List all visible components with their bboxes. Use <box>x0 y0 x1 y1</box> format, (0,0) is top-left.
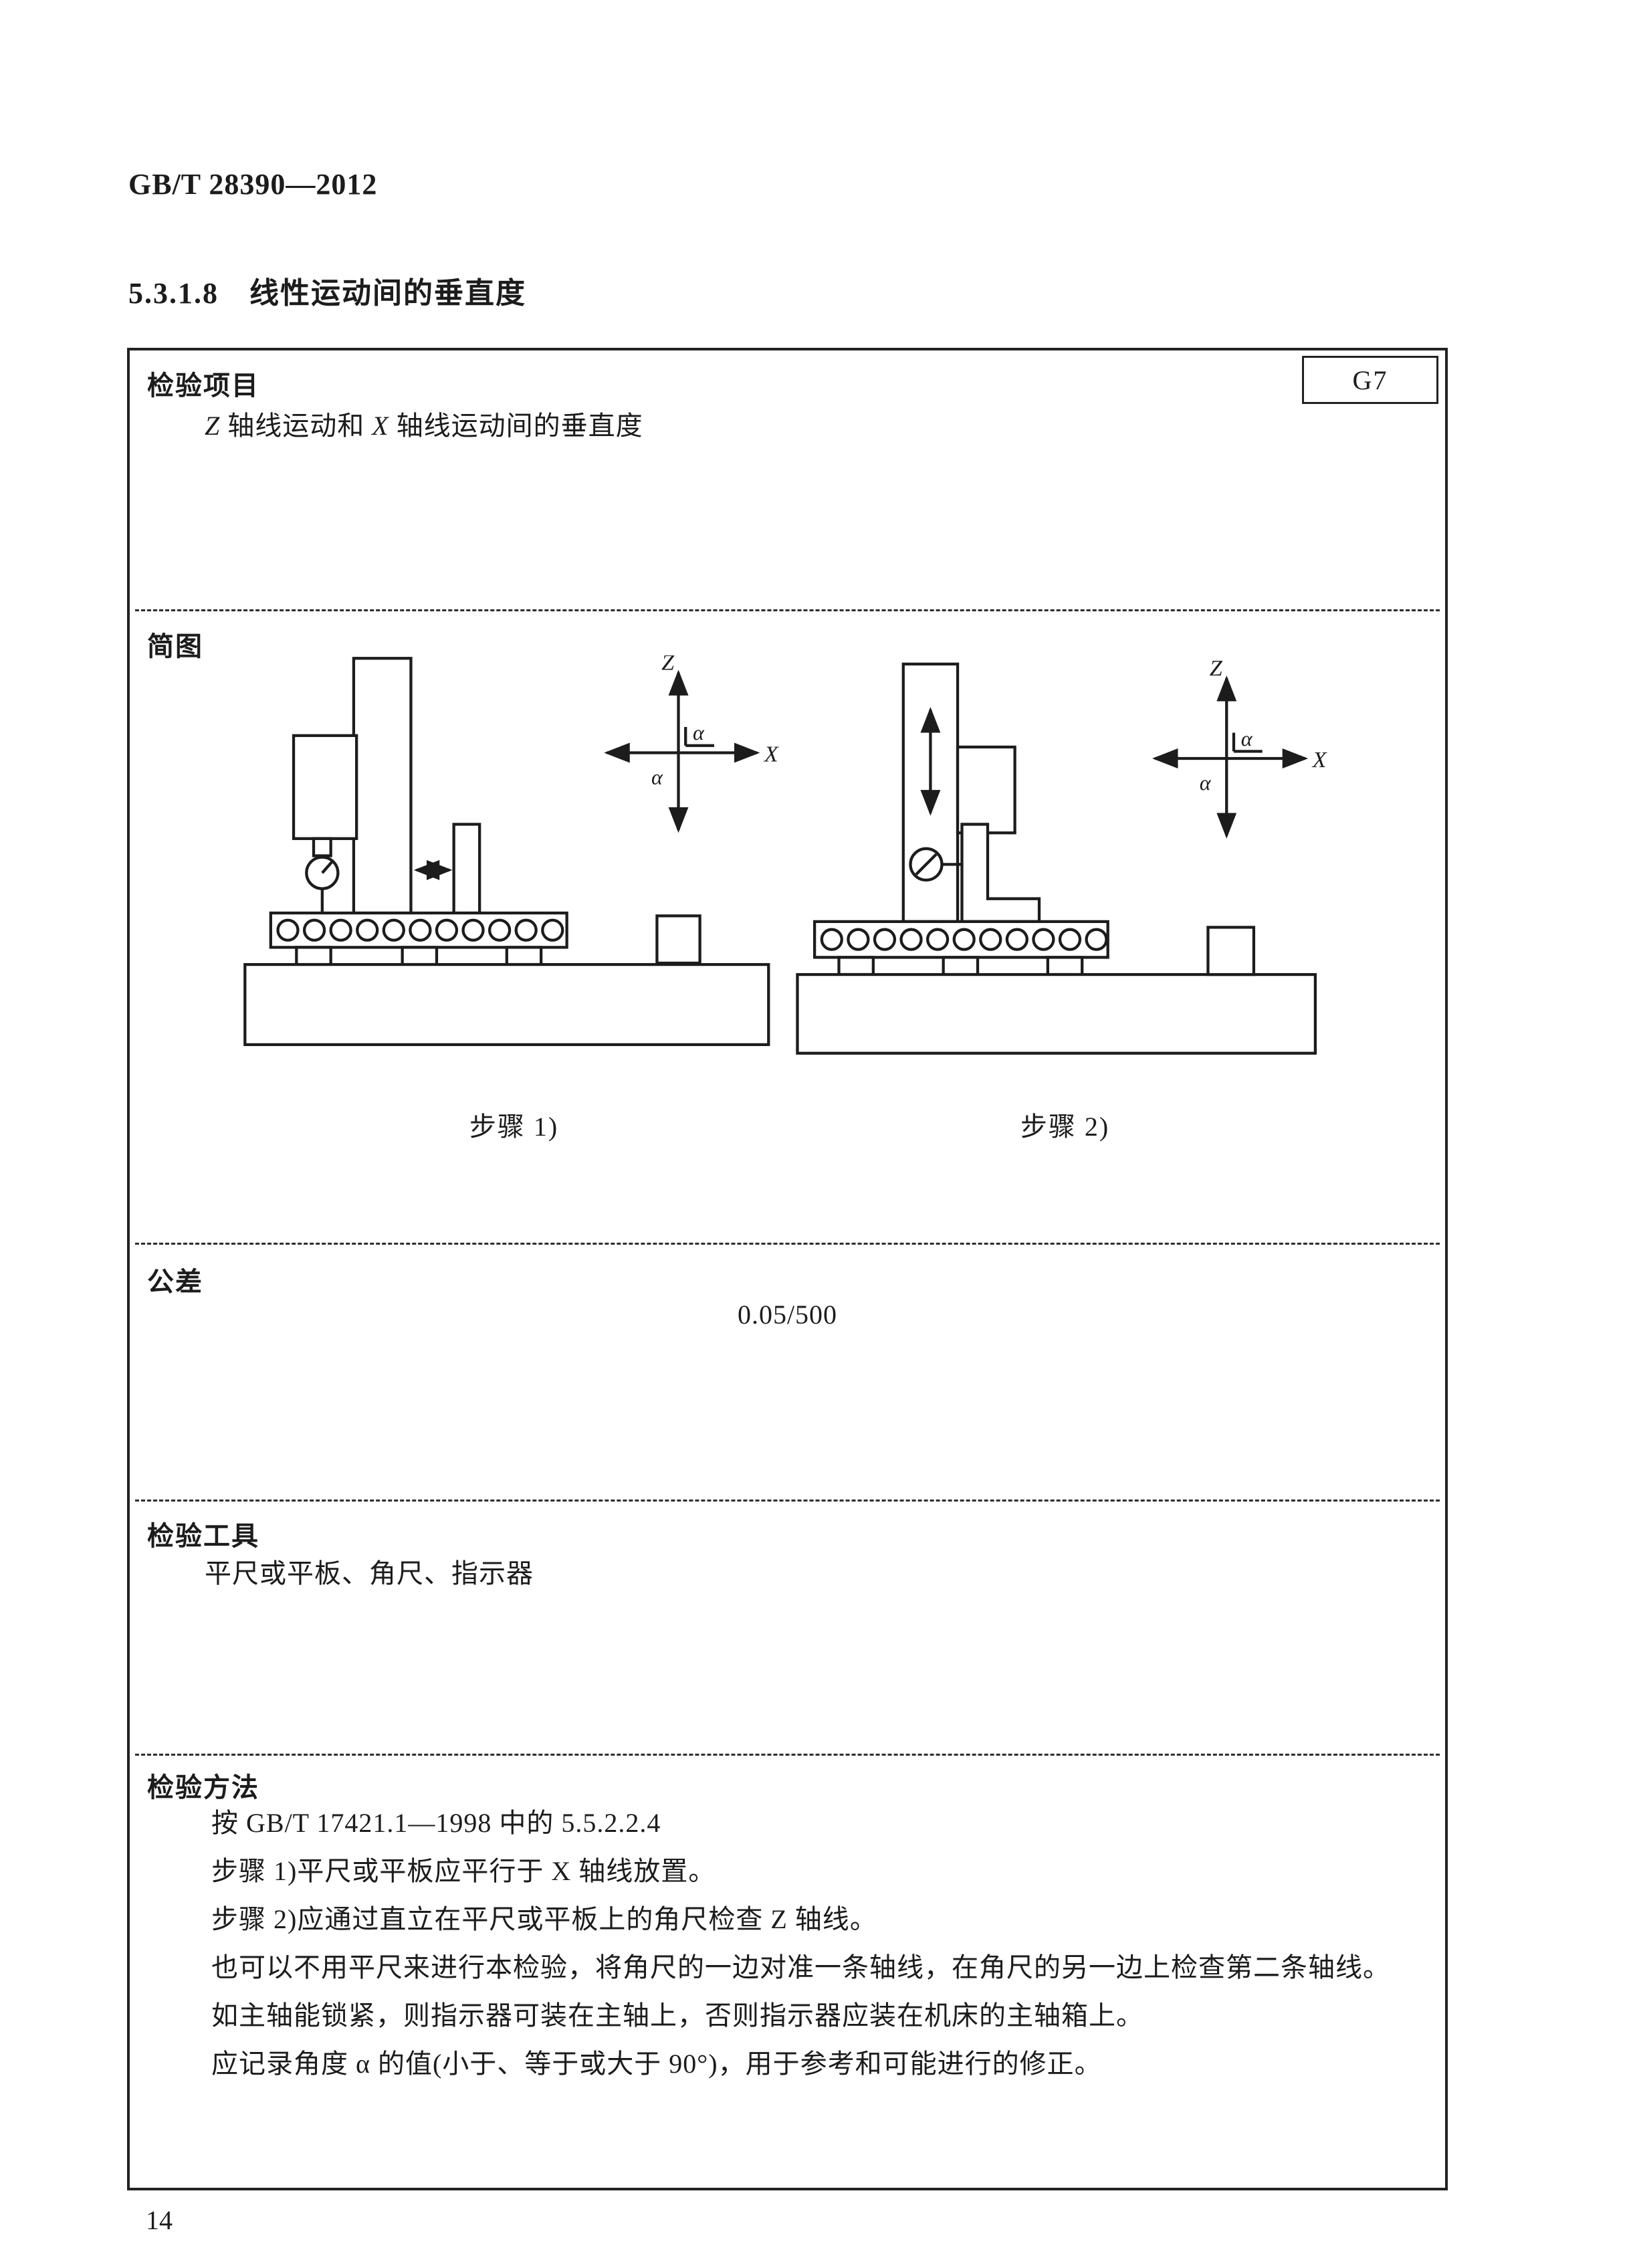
method-line: 也可以不用平尺来进行本检验，将角尺的一边对准一条轴线，在角尺的另一边上检查第二条… <box>211 1952 1390 1982</box>
table-foot <box>295 946 332 966</box>
table-slot-holes <box>820 928 1108 951</box>
alpha-lower-label: α <box>1200 770 1212 795</box>
diagram-step1: Z X α α <box>243 655 779 1047</box>
method-lines: 按 GB/T 17421.1—1998 中的 5.5.2.2.4 步骤 1)平尺… <box>211 1799 1415 2088</box>
row-divider <box>135 609 1440 611</box>
method-line: 按 GB/T 17421.1—1998 中的 5.5.2.2.4 <box>211 1808 661 1838</box>
page-number: 14 <box>146 2205 173 2235</box>
alpha-lower-label: α <box>651 765 663 789</box>
spindle-head <box>292 734 358 840</box>
table-foot <box>1046 956 1084 976</box>
tolerance-value: 0.05/500 <box>737 1300 838 1330</box>
table-foot <box>942 956 980 976</box>
table-foot <box>837 956 875 976</box>
item-axis-z: Z <box>205 411 221 441</box>
step2-caption: 步骤 2) <box>1020 1112 1110 1142</box>
method-line: 如主轴能锁紧，则指示器可装在主轴上，否则指示器应装在机床的主轴箱上。 <box>211 2000 1144 2031</box>
document-code: GB/T 28390—2012 <box>128 168 378 201</box>
tools-label: 检验工具 <box>147 1522 259 1551</box>
diagram-label: 简图 <box>147 632 203 661</box>
tolerance-label: 公差 <box>147 1267 203 1297</box>
axis-x-label: X <box>763 742 779 766</box>
tools-text: 平尺或平板、角尺、指示器 <box>205 1558 534 1588</box>
alpha-upper-label: α <box>1241 726 1253 750</box>
inspection-sheet-table: 检验项目 G7 Z 轴线运动和 X 轴线运动间的垂直度 简图 <box>127 348 1448 2190</box>
tailstock-block <box>1206 926 1256 976</box>
item-text-tail: 轴线运动间的垂直度 <box>389 411 643 441</box>
axis-z-label: Z <box>661 655 675 675</box>
method-label: 检验方法 <box>147 1773 259 1802</box>
straightedge-table <box>812 920 1109 959</box>
axis-cross-step2: Z X α α <box>1152 656 1327 839</box>
dial-needle <box>321 860 334 874</box>
straightedge-table <box>269 911 568 949</box>
item-axis-x: X <box>372 411 389 441</box>
inspection-item-text: Z 轴线运动和 X 轴线运动间的垂直度 <box>205 404 643 443</box>
step1-caption: 步骤 1) <box>469 1112 559 1142</box>
table-foot <box>401 946 439 966</box>
machine-base <box>796 972 1317 1055</box>
method-line: 步骤 1)平尺或平板应平行于 X 轴线放置。 <box>211 1856 716 1886</box>
support-post <box>452 823 481 915</box>
method-line: 步骤 2)应通过直立在平尺或平板上的角尺检查 Z 轴线。 <box>211 1904 877 1934</box>
axis-x-label: X <box>1311 748 1327 772</box>
section-title: 5.3.1.8 线性运动间的垂直度 <box>128 277 526 310</box>
inspection-item-label: 检验项目 <box>147 371 259 401</box>
machine-base <box>243 962 770 1047</box>
machine-step2 <box>796 662 1317 1055</box>
row-divider <box>135 1500 1440 1502</box>
axis-cross-step1: Z X α α <box>604 655 779 833</box>
alpha-upper-label: α <box>693 720 705 744</box>
axis-z-label: Z <box>1210 656 1223 681</box>
item-text-mid: 轴线运动和 <box>220 411 372 441</box>
tailstock-block <box>655 914 701 965</box>
angle-square <box>960 823 1041 924</box>
table-foot <box>505 946 543 966</box>
dial-needle <box>915 853 938 875</box>
table-slot-holes <box>276 918 564 942</box>
method-line: 应记录角度 α 的值(小于、等于或大于 90°)，用于参考和可能进行的修正。 <box>211 2049 1102 2079</box>
spindle-head <box>956 745 1016 835</box>
row-divider <box>135 1754 1440 1756</box>
item-code-cell: G7 <box>1302 356 1438 404</box>
row-divider <box>135 1243 1440 1245</box>
item-code: G7 <box>1352 365 1388 395</box>
indicator-stem <box>312 837 332 857</box>
machine-column <box>352 657 413 915</box>
diagram-step2: Z X α α <box>796 656 1327 1055</box>
machine-step1 <box>243 657 770 1047</box>
